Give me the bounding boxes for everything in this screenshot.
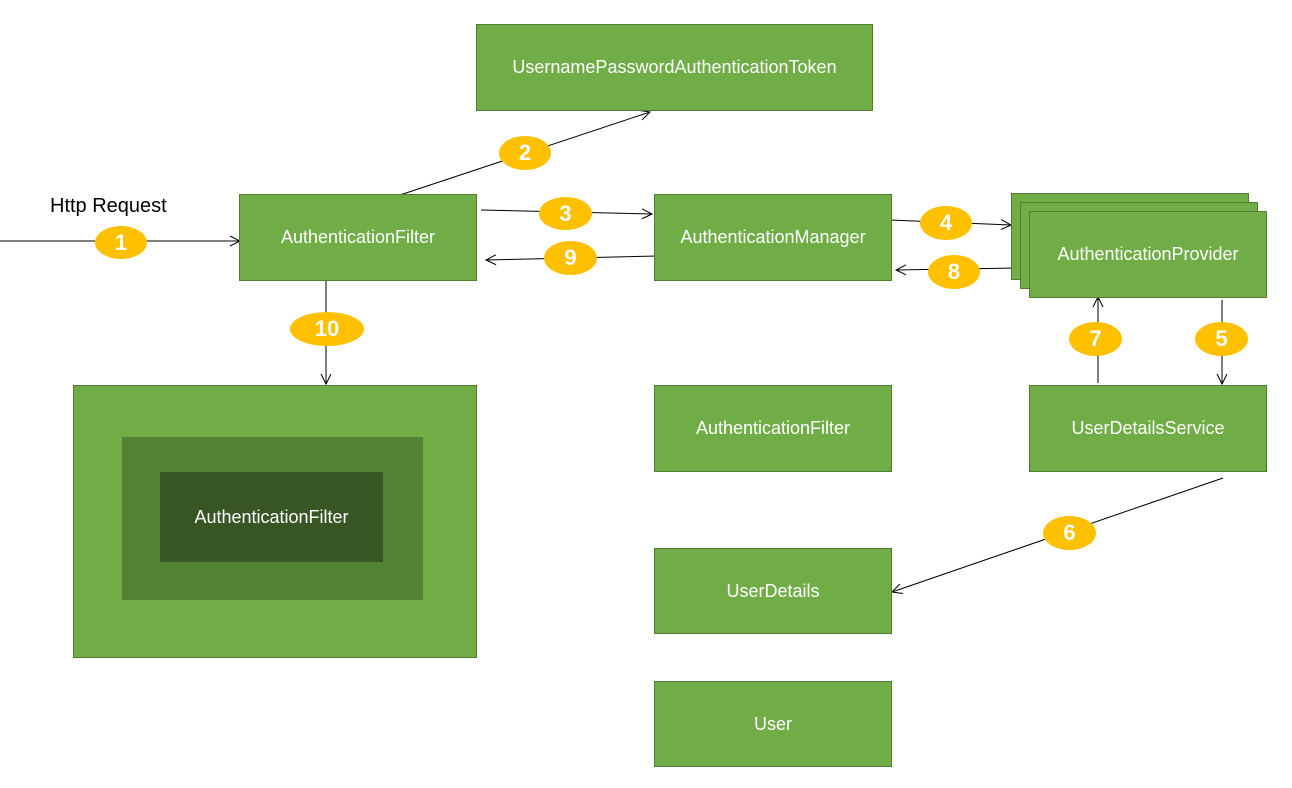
nested-authentication-filter-box: AuthenticationFilter xyxy=(160,472,383,562)
step-badge-1: 1 xyxy=(95,226,147,259)
step-badge-5: 5 xyxy=(1195,322,1248,356)
authentication-manager-box: AuthenticationManager xyxy=(654,194,892,281)
step-badge-2: 2 xyxy=(499,136,551,170)
authentication-provider-box: AuthenticationProvider xyxy=(1029,211,1267,298)
step-badge-7: 7 xyxy=(1069,322,1122,356)
authentication-filter-mid-label: AuthenticationFilter xyxy=(695,418,851,438)
authentication-manager-label: AuthenticationManager xyxy=(680,227,866,247)
user-details-label: UserDetails xyxy=(726,580,820,601)
authentication-filter-mid-box: AuthenticationFilter xyxy=(654,385,892,472)
step-badge-3: 3 xyxy=(539,197,592,230)
step-badge-4: 4 xyxy=(920,206,972,240)
token-box: UsernamePasswordAuthenticationToken xyxy=(476,24,873,111)
step-badge-6: 6 xyxy=(1043,516,1096,550)
authentication-filter-label: AuthenticationFilter xyxy=(280,227,436,247)
step-badge-10: 10 xyxy=(290,312,364,346)
http-request-label: Http Request xyxy=(50,195,167,217)
user-box: User xyxy=(654,681,892,767)
user-details-service-label: UserDetailsService xyxy=(1071,418,1225,438)
step-badge-8: 8 xyxy=(928,255,980,289)
authentication-provider-label: AuthenticationProvider xyxy=(1057,244,1239,264)
token-box-label: UsernamePasswordAuthenticationToken xyxy=(512,57,837,77)
user-details-box: UserDetails xyxy=(654,548,892,634)
user-details-service-box: UserDetailsService xyxy=(1029,385,1267,472)
user-label: User xyxy=(753,713,792,734)
authentication-filter-box: AuthenticationFilter xyxy=(239,194,477,281)
step-badge-9: 9 xyxy=(544,241,597,275)
nested-authentication-filter-label: AuthenticationFilter xyxy=(194,506,349,527)
